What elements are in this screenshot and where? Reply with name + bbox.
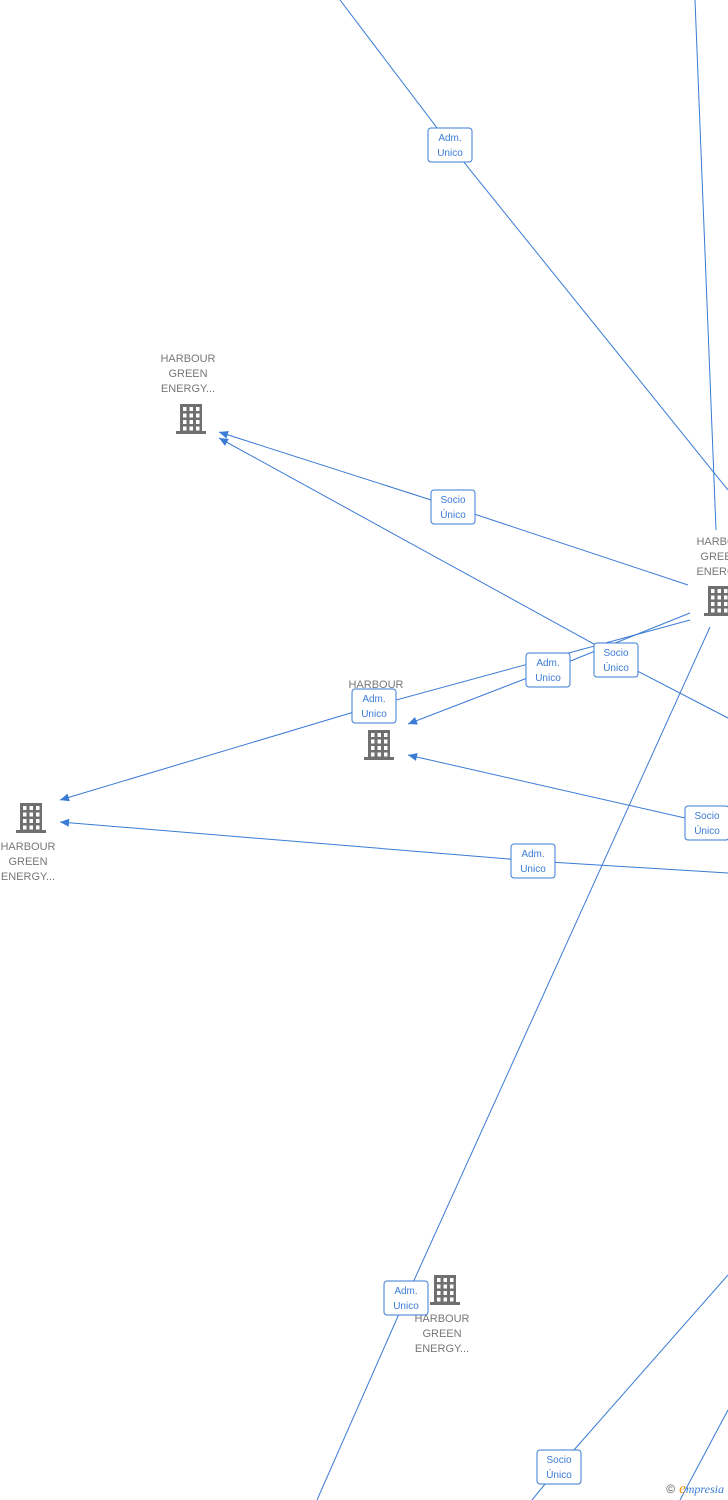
edge-label-box <box>383 1280 429 1316</box>
relationship-edge[interactable] <box>679 1409 728 1500</box>
edge-label-text: Único <box>440 508 466 521</box>
edge-label-box <box>430 489 476 525</box>
edge-line <box>59 821 728 874</box>
building-icon <box>176 404 206 434</box>
edge-label[interactable]: Adm. Unico <box>510 843 556 879</box>
company-name-label: ENERGY... <box>1 871 55 883</box>
edge-label-text: Socio <box>603 648 628 659</box>
edge-label-text: Unico <box>393 1301 419 1312</box>
edge-line <box>679 1409 728 1500</box>
edge-label[interactable]: Adm. Unico <box>351 688 397 724</box>
building-icon <box>364 730 394 760</box>
edge-label-box <box>351 688 397 724</box>
company-name-label: HARBOUR <box>414 1313 469 1325</box>
arrowhead-icon <box>408 753 418 761</box>
edge-label-text: Unico <box>437 148 463 159</box>
edge-label-text: Adm. <box>362 694 385 705</box>
arrowhead-icon <box>219 438 229 446</box>
company-name-label: HARBOUR <box>0 841 55 853</box>
edge-label-box <box>525 652 571 688</box>
company-name-label: HARBOUR <box>348 679 403 691</box>
edge-label-text: Unico <box>535 673 561 684</box>
company-name-label: GREE <box>700 551 728 563</box>
edge-line <box>339 0 728 491</box>
edge-label-text: Socio <box>694 811 719 822</box>
edge-label-box <box>427 127 473 163</box>
nodes-layer: HARBOURGREENENERGY...HARBOGREEENERGHARBO… <box>0 353 728 1355</box>
edge-label-text: Socio <box>440 495 465 506</box>
arrowhead-icon <box>60 793 70 802</box>
building-icon <box>704 586 728 616</box>
edge-label-text: Unico <box>361 709 387 720</box>
relationship-edge[interactable] <box>59 818 728 874</box>
edge-line <box>694 0 717 531</box>
edge-label[interactable]: Adm. Unico <box>525 652 571 688</box>
edge-label-box <box>510 843 556 879</box>
edge-label-box <box>593 642 639 678</box>
edge-label-text: Único <box>546 1468 572 1481</box>
edge-label[interactable]: Adm. Unico <box>427 127 473 163</box>
relationship-edge[interactable] <box>339 0 728 491</box>
edge-label-text: Adm. <box>438 133 461 144</box>
edge-label-text: Único <box>694 824 720 837</box>
edge-label-text: Adm. <box>394 1286 417 1297</box>
company-name-label: ENERGY... <box>415 1343 469 1355</box>
company-node[interactable]: HARBO GREE ENERG <box>696 536 728 616</box>
edge-label[interactable]: Adm. Unico <box>383 1280 429 1316</box>
arrowhead-icon <box>60 818 70 827</box>
relationship-edge[interactable] <box>407 753 728 824</box>
building-icon <box>430 1275 460 1305</box>
arrowhead-icon <box>408 717 418 725</box>
edge-label-text: Único <box>603 661 629 674</box>
edge-labels-layer: Adm.UnicoSocioÚnicoSocioÚnicoAdm.UnicoSo… <box>351 127 728 1485</box>
company-node[interactable]: HARBOUR GREEN ENERGY... <box>160 353 216 434</box>
edge-label-text: Unico <box>520 864 546 875</box>
edge-label-text: Adm. <box>536 658 559 669</box>
edge-line <box>218 437 604 650</box>
building-icon <box>16 803 46 833</box>
edges-layer <box>59 0 728 1500</box>
company-name-label: HARBO <box>696 536 728 548</box>
relationship-edge[interactable] <box>694 0 717 531</box>
copyright-symbol: © <box>666 1482 676 1496</box>
empresia-logo-initial: e <box>679 1481 686 1497</box>
company-node[interactable]: HARBOUR GREEN ENERGY... <box>0 803 56 883</box>
company-name-label: GREEN <box>422 1328 461 1340</box>
company-name-label: GREEN <box>8 856 47 868</box>
relationship-edge[interactable] <box>218 437 604 650</box>
arrowhead-icon <box>219 430 229 439</box>
company-node[interactable]: HARBOUR GREEN ENERGY... <box>414 1275 470 1355</box>
company-name-label: HARBOUR <box>160 353 215 365</box>
edge-label-box <box>684 805 728 841</box>
company-name-label: GREEN <box>168 368 207 380</box>
edge-label-box <box>536 1449 582 1485</box>
empresia-watermark[interactable]: ©empresia <box>666 1481 724 1498</box>
company-name-label: ENERG <box>696 566 728 578</box>
edge-line <box>407 754 728 824</box>
edge-label-text: Socio <box>546 1455 571 1466</box>
company-name-label: ENERGY... <box>161 383 215 395</box>
empresia-logo-text: mpresia <box>685 1482 724 1496</box>
edge-label-text: Adm. <box>521 849 544 860</box>
